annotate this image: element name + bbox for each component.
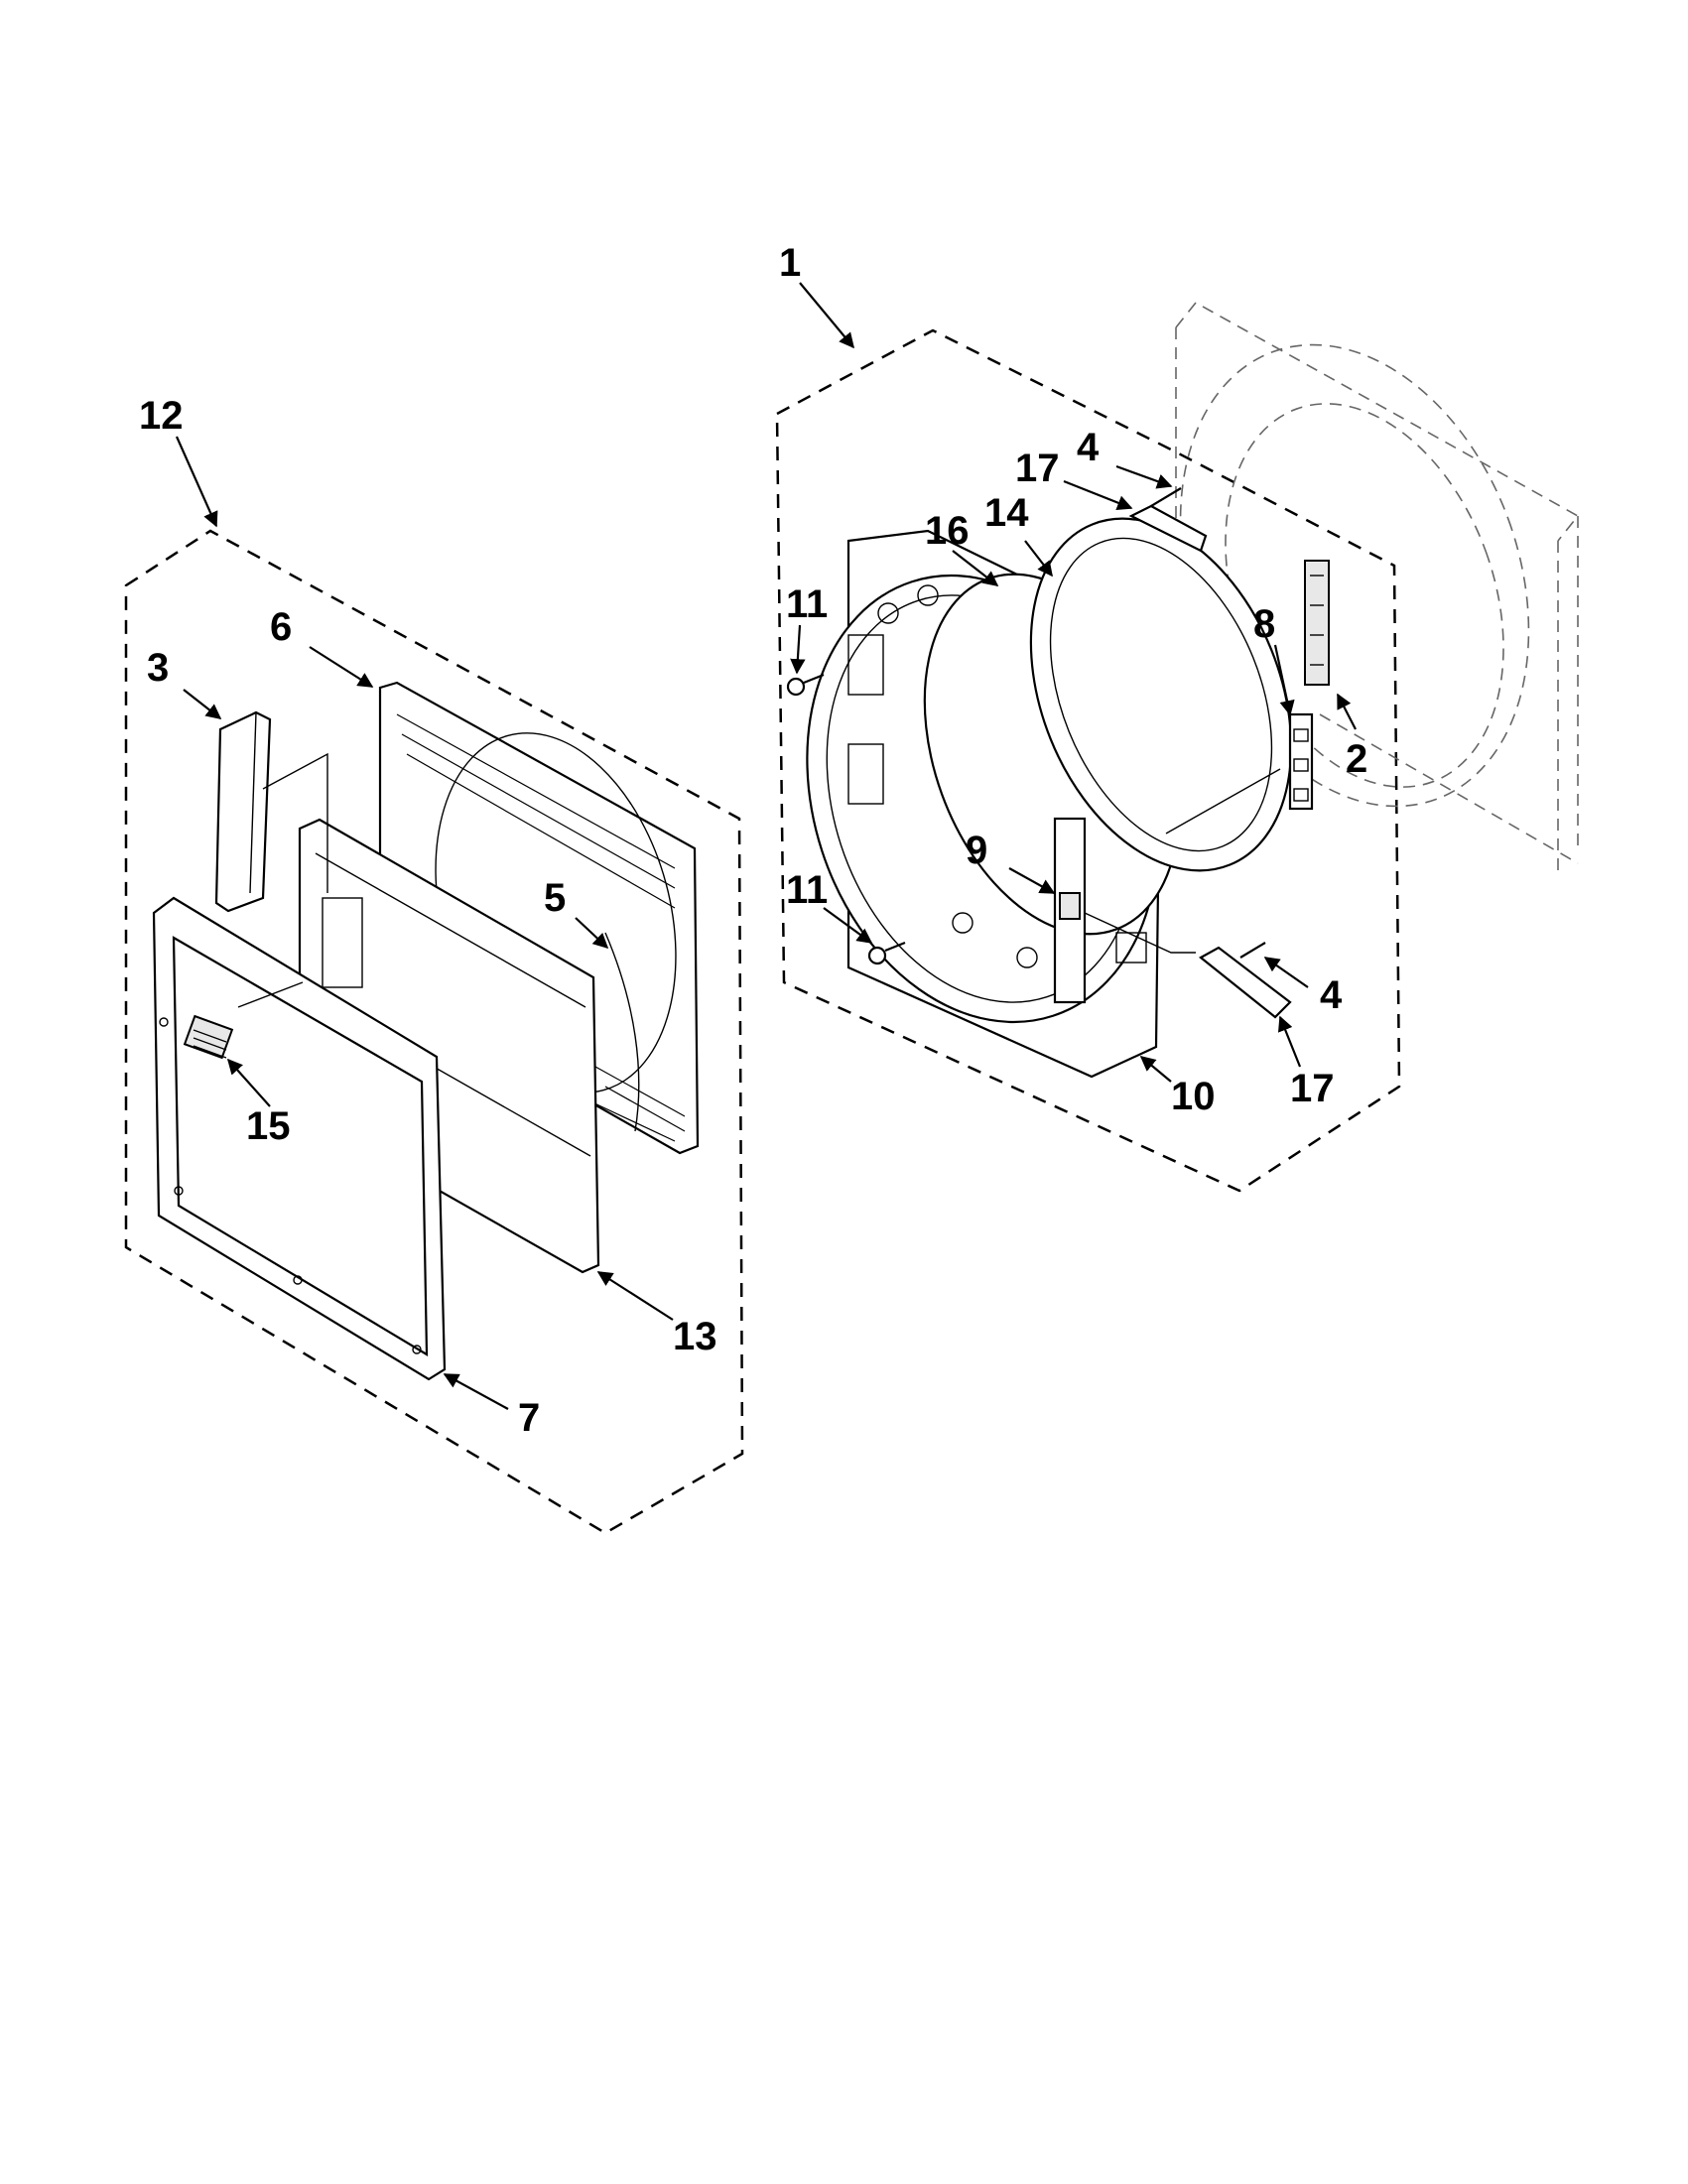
callout-17-bottom: 17 [1290,1067,1335,1110]
callout-labels: 1 2 3 4 4 5 6 7 8 9 10 11 11 12 13 14 15… [139,241,1367,1440]
callout-11-top: 11 [786,582,828,626]
callout-3: 3 [147,646,169,690]
front-panel-assembly [775,301,1580,1193]
screw-part-11-top [786,673,825,697]
screw-part-4-top [1150,487,1182,507]
callout-4-top: 4 [1077,426,1100,469]
callout-4-bottom: 4 [1320,973,1343,1017]
callout-15: 15 [246,1104,291,1148]
callout-10: 10 [1171,1075,1216,1118]
hinge-part-8 [1288,712,1314,811]
callout-9: 9 [966,829,987,872]
callout-6: 6 [270,605,292,649]
assembly-1-boundary [775,328,1401,1193]
outer-frame-part-7 [152,896,447,1381]
badge-part-15 [183,1014,234,1060]
callout-1: 1 [779,241,801,285]
bracket-part-17-bottom [1199,946,1292,1019]
screw-part-11-bottom [867,941,906,965]
callout-8: 8 [1253,602,1275,646]
screw-part-4-bottom [1239,942,1266,959]
callout-17-top: 17 [1015,447,1060,490]
glass-part-5 [604,932,640,1132]
callout-leaders [175,282,1357,1410]
callout-11-bottom: 11 [786,868,828,912]
strike-part-9 [1053,817,1087,1004]
bracket-part-17-top [1128,504,1208,553]
hinge-part-2 [1304,560,1330,686]
door-assembly [124,529,744,1535]
callout-12: 12 [139,394,184,438]
callout-7: 7 [518,1396,540,1440]
callout-14: 14 [984,491,1029,535]
callout-13: 13 [673,1315,717,1358]
callout-5: 5 [544,876,566,920]
callout-2: 2 [1346,737,1367,781]
door-ring-part-14 [1029,517,1293,872]
assembly-12-boundary [124,529,744,1535]
callout-16: 16 [925,509,970,553]
handle-part-3 [214,710,272,913]
